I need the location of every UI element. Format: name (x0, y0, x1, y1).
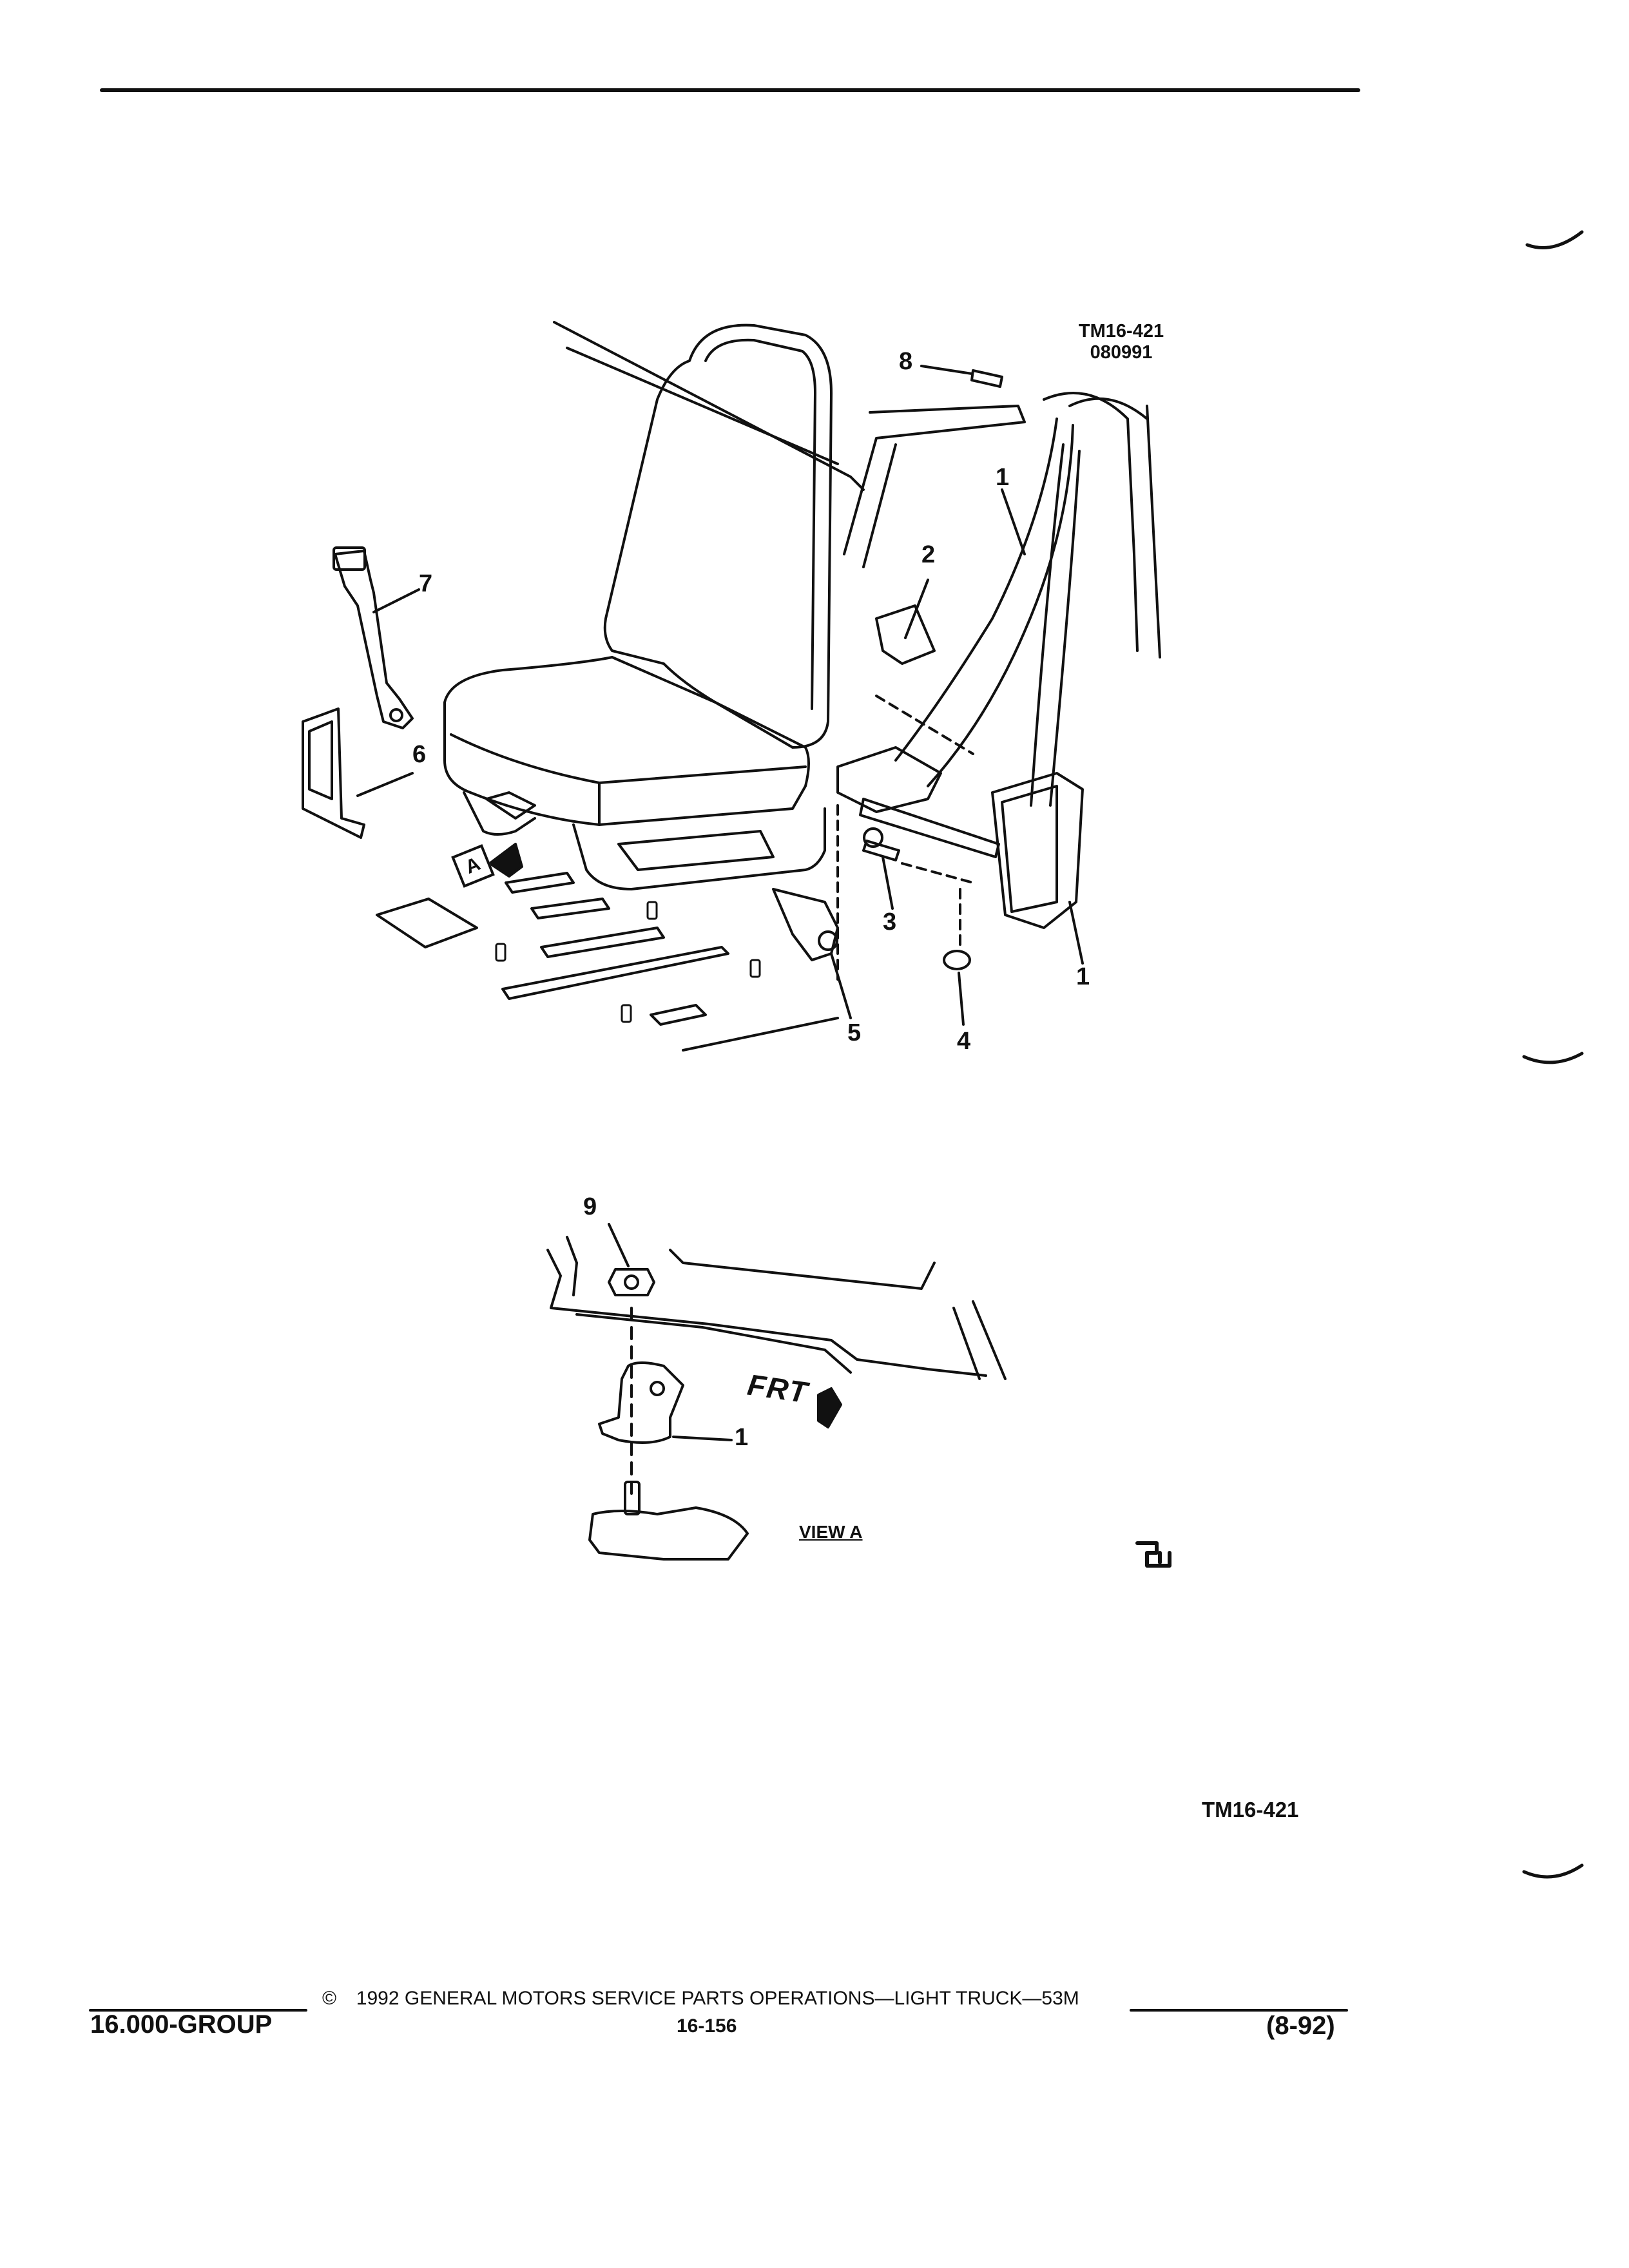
leader-view-a-1 (672, 1436, 733, 1441)
drawing-code: TM16-421 (1078, 321, 1164, 341)
retractor (991, 772, 1084, 929)
view-a-tunnel (952, 1307, 981, 1380)
bolt-3 (862, 840, 900, 861)
door-frame (862, 443, 897, 568)
leader-1-lower (1068, 901, 1084, 965)
nut-4 (943, 950, 971, 970)
seat-riser-pocket (617, 830, 775, 871)
view-a-label: VIEW A (799, 1522, 863, 1542)
leader-7 (372, 588, 420, 613)
floor-plate (650, 1004, 707, 1026)
retractor-face (1001, 785, 1058, 913)
bolt-3-head (863, 827, 883, 848)
belt-guide (875, 604, 936, 665)
floor-rail (530, 898, 610, 919)
view-a-arrow (488, 843, 523, 878)
footer-revision: (8-92) (1266, 2012, 1335, 2040)
cab-roof-line (566, 347, 839, 465)
anchor-bracket (302, 707, 365, 839)
footer-copyright: © 1992 GENERAL MOTORS SERVICE PARTS OPER… (322, 1988, 1079, 2010)
leader-6 (356, 772, 414, 797)
copyright-text: 1992 GENERAL MOTORS SERVICE PARTS OPERAT… (356, 1988, 1079, 2009)
gm-logo-mark (1135, 1541, 1171, 1568)
callout-1-lower: 1 (1076, 963, 1090, 990)
door-frame (843, 405, 1026, 555)
callout-6: 6 (412, 741, 427, 768)
b-pillar-edge (1146, 405, 1161, 658)
footer-page-number: 16-156 (677, 2015, 737, 2037)
anchor-bracket-face (308, 720, 333, 800)
stud-group (495, 901, 761, 1023)
callout-7: 7 (419, 570, 433, 597)
shoulder-belt-lower (1030, 443, 1065, 807)
view-a-tunnel (972, 1300, 1007, 1380)
seat-riser (463, 791, 536, 836)
view-a-bracket-hole (650, 1381, 665, 1396)
buckle-strap (334, 550, 414, 729)
figure-code-bottom: TM16-421 (1202, 1798, 1299, 1821)
view-a-floor (546, 1249, 987, 1377)
leader-2 (904, 579, 929, 639)
buckle-bolt-hole (389, 708, 403, 722)
seat-cushion-seam (450, 733, 807, 784)
view-a-floor (575, 1313, 852, 1374)
buckle-head (333, 546, 366, 571)
view-a-floor (566, 1236, 578, 1296)
callout-5: 5 (847, 1019, 862, 1046)
leader-8 (920, 365, 973, 375)
figure-code: TM16-421 080991 (1066, 321, 1176, 363)
view-a-nut-hole (624, 1274, 639, 1290)
leader-3 (882, 856, 894, 910)
frt-arrow-icon (817, 1387, 842, 1428)
shoulder-belt (894, 418, 1058, 762)
b-pillar (1043, 392, 1139, 652)
belt-guide-tongue (859, 798, 1000, 858)
leader-5 (830, 952, 852, 1019)
anchor-5-bolt (818, 930, 838, 951)
callout-3: 3 (883, 908, 897, 936)
shoulder-belt (927, 424, 1074, 787)
seat-riser-slot (485, 791, 536, 820)
latch-plate (836, 746, 942, 813)
binding-mark (1522, 1052, 1584, 1064)
binding-mark (1525, 230, 1584, 249)
dashed-guide (875, 695, 974, 755)
floor-edge (682, 1017, 839, 1052)
callout-2: 2 (921, 541, 936, 568)
view-a-nut (608, 1268, 655, 1296)
copyright-symbol: © (322, 1988, 337, 2009)
cab-roof-line (553, 321, 865, 491)
view-a-bracket (598, 1361, 684, 1444)
view-a-base (588, 1506, 749, 1561)
floor-rail (501, 946, 729, 1000)
footer-group: 16.000-GROUP (90, 2010, 273, 2039)
floor-rail (505, 872, 575, 894)
floor-rail (540, 927, 665, 958)
dashed-guide (901, 862, 974, 884)
leader-9 (608, 1223, 630, 1267)
b-pillar (1068, 397, 1148, 420)
bolt-8 (970, 369, 1003, 388)
callout-4: 4 (957, 1028, 971, 1055)
binding-mark (1522, 1863, 1584, 1879)
leader-4 (958, 972, 965, 1026)
shoulder-belt-lower (1049, 450, 1081, 807)
view-a-tunnel (669, 1249, 936, 1290)
callout-8: 8 (899, 348, 913, 375)
callout-1-top: 1 (996, 464, 1010, 491)
view-a-callout-9: 9 (583, 1193, 597, 1220)
leader-1-top (1001, 488, 1026, 555)
view-a-callout-1: 1 (735, 1424, 749, 1451)
seat-back (603, 323, 833, 749)
seat-riser (572, 807, 826, 890)
view-a-stud (624, 1481, 641, 1515)
seat-back-inner (704, 338, 816, 710)
drawing-date: 080991 (1090, 342, 1153, 363)
seat-cushion (443, 656, 810, 826)
floor-mat (376, 898, 478, 948)
